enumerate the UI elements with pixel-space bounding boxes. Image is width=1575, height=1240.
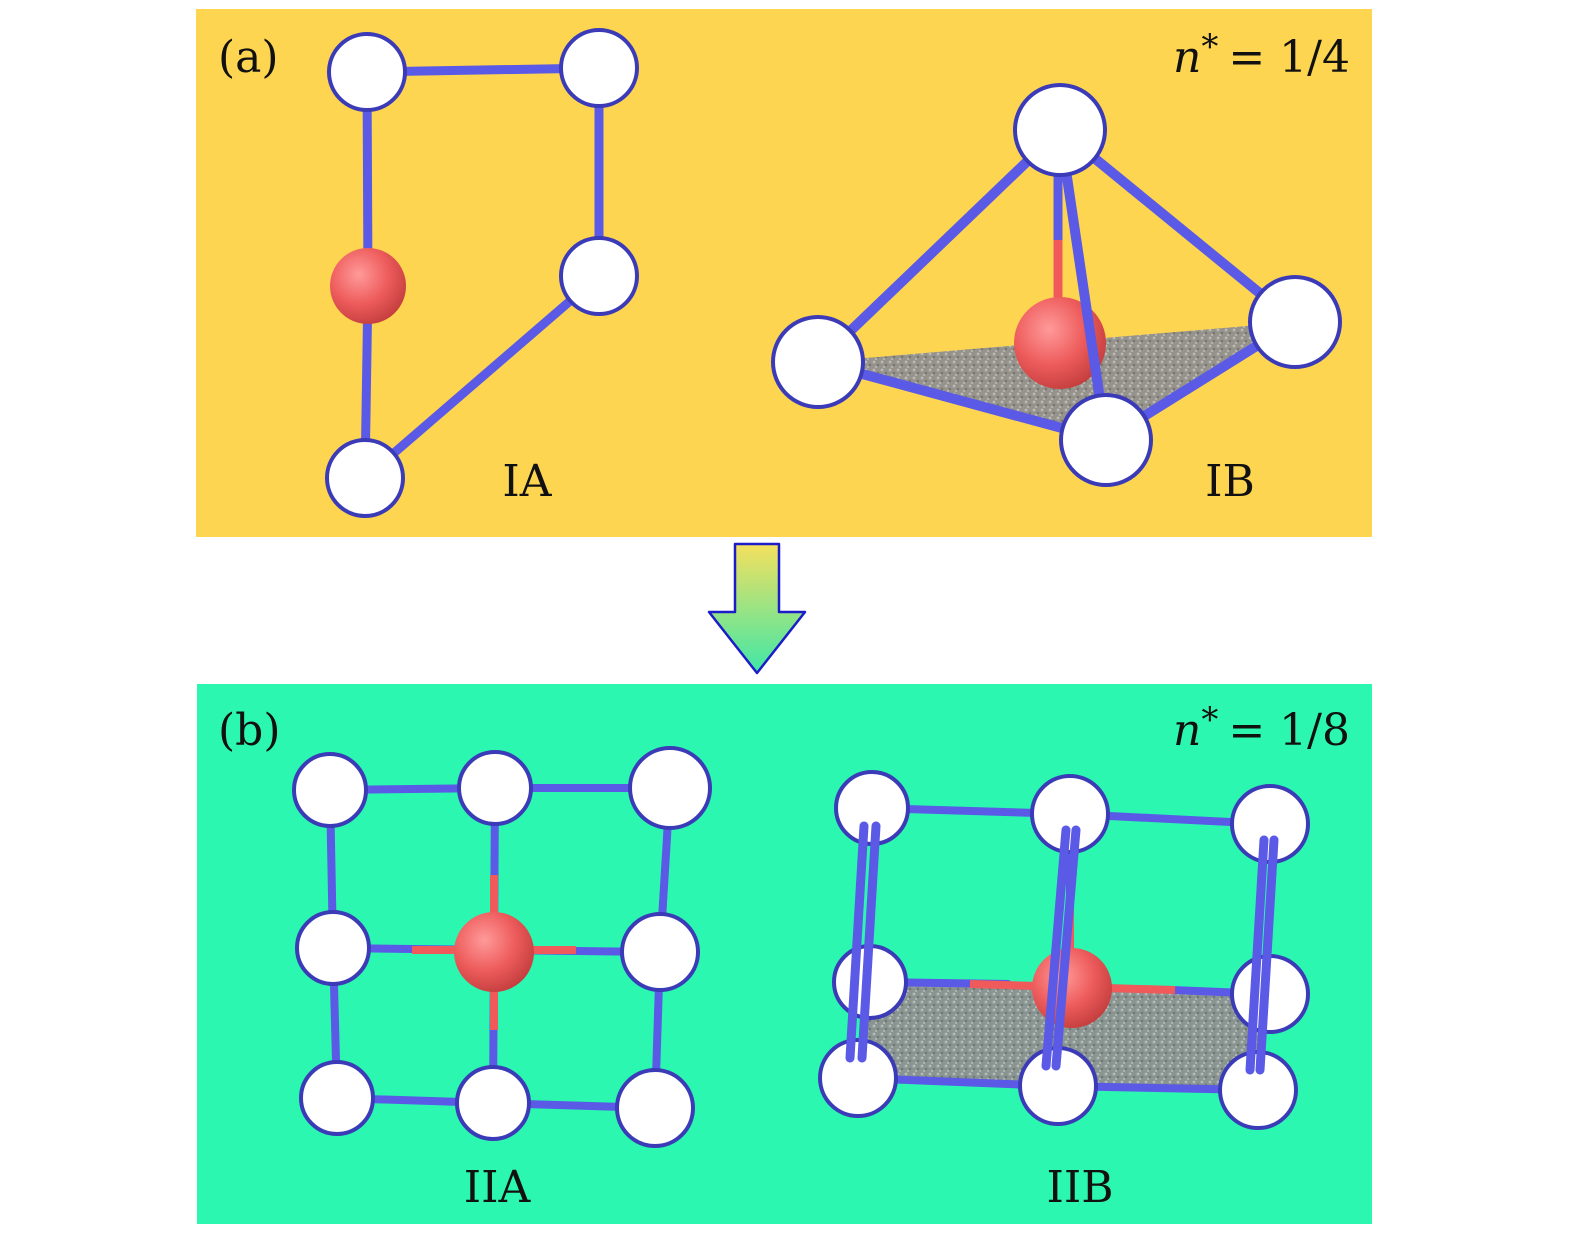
impurity-atom — [1032, 948, 1112, 1028]
bond — [360, 271, 604, 483]
structure-iia: IIA — [292, 746, 712, 1213]
lattice-site — [295, 910, 371, 986]
lattice-site — [1248, 275, 1342, 369]
structure-ib: IB — [771, 83, 1342, 507]
lattice-site — [325, 438, 405, 518]
bond — [1055, 125, 1111, 445]
panel-b-label: (b) — [218, 705, 281, 756]
bond — [813, 357, 1111, 445]
lattice-site — [1013, 83, 1107, 177]
impurity-atom — [1014, 297, 1106, 389]
panel-b-background — [197, 684, 1372, 1224]
lattice-site — [559, 236, 639, 316]
bond — [1055, 125, 1300, 327]
bond — [1051, 825, 1081, 1071]
lattice-site — [455, 1065, 531, 1141]
bond — [1255, 835, 1279, 1075]
structure-ia: IA — [325, 28, 639, 518]
lattice-site — [559, 28, 639, 108]
lattice-site — [615, 1068, 695, 1148]
structure-label-ia: IA — [502, 456, 552, 507]
panel-a: (a) n*= 1/4 IA — [196, 9, 1372, 537]
bond — [845, 821, 869, 1063]
impurity-atom — [330, 248, 406, 324]
panel-a-label: (a) — [218, 32, 279, 83]
panel-a-density: n*= 1/4 — [1173, 27, 1350, 83]
structure-label-ib: IB — [1205, 456, 1255, 507]
bond — [813, 125, 1065, 367]
impurity-atom — [454, 912, 534, 992]
lattice-site — [771, 315, 865, 409]
structure-label-iia: IIA — [464, 1162, 532, 1213]
lattice-site — [327, 32, 407, 112]
lattice-site — [1030, 774, 1110, 854]
lattice-site — [292, 752, 368, 828]
structure-iib: IIB — [818, 770, 1310, 1213]
down-arrow-icon — [707, 542, 807, 675]
panel-b-density: n*= 1/8 — [1173, 700, 1350, 756]
bond — [1245, 835, 1269, 1075]
lattice-site — [1059, 393, 1153, 487]
lattice-site — [818, 1038, 898, 1118]
panel-b: (b) n*= 1/8 — [197, 684, 1372, 1224]
lattice-site — [620, 912, 700, 992]
plaquette — [858, 985, 1270, 1090]
bond — [857, 821, 881, 1063]
lattice-site — [299, 1060, 375, 1136]
lattice-site — [628, 746, 712, 830]
bond — [1041, 825, 1071, 1071]
lattice-site — [457, 750, 533, 826]
structure-label-iib: IIB — [1046, 1162, 1113, 1213]
